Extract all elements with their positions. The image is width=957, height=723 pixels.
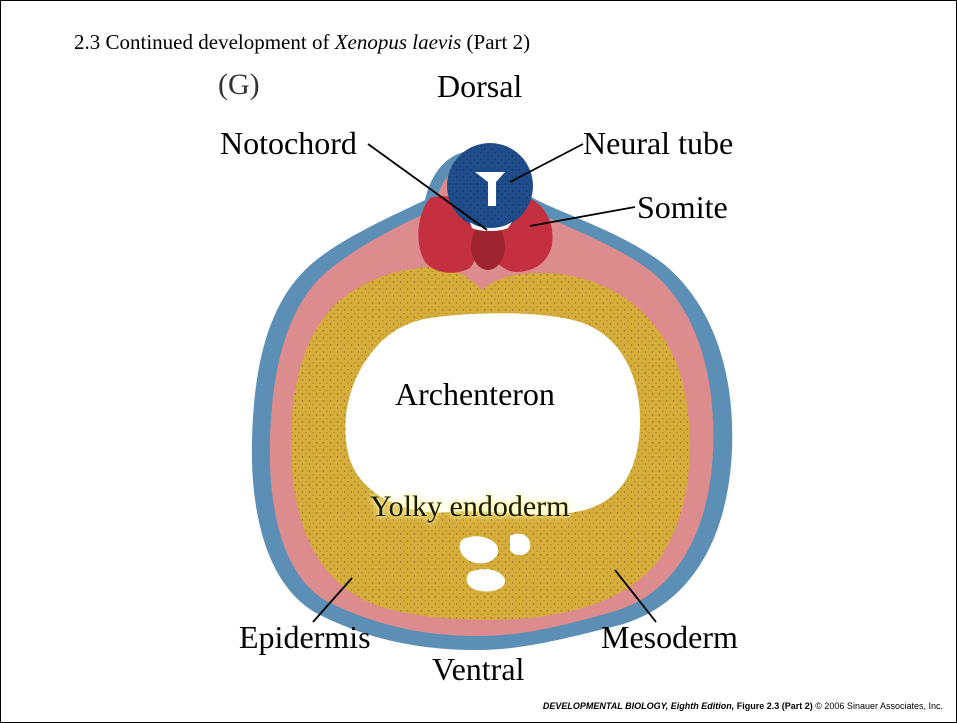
figure-credit: DEVELOPMENTAL BIOLOGY, Eighth Edition, F… xyxy=(543,701,943,711)
epidermis-label: Epidermis xyxy=(239,621,371,653)
notochord-label: Notochord xyxy=(220,127,357,159)
mesoderm-label: Mesoderm xyxy=(601,621,738,653)
somite-label: Somite xyxy=(637,191,728,223)
credit-figure: Figure 2.3 (Part 2) xyxy=(734,701,813,711)
yolky-endoderm-label: Yolky endoderm xyxy=(370,492,569,522)
panel-label: (G) xyxy=(218,70,260,100)
neural-tube-label: Neural tube xyxy=(583,127,733,159)
credit-book: DEVELOPMENTAL BIOLOGY, Eighth Edition, xyxy=(543,701,734,711)
dorsal-label: Dorsal xyxy=(437,70,522,102)
archenteron-label: Archenteron xyxy=(395,378,555,410)
ventral-label: Ventral xyxy=(432,653,524,685)
archenteron-cavity xyxy=(345,313,640,515)
credit-copyright: © 2006 Sinauer Associates, Inc. xyxy=(813,701,943,711)
